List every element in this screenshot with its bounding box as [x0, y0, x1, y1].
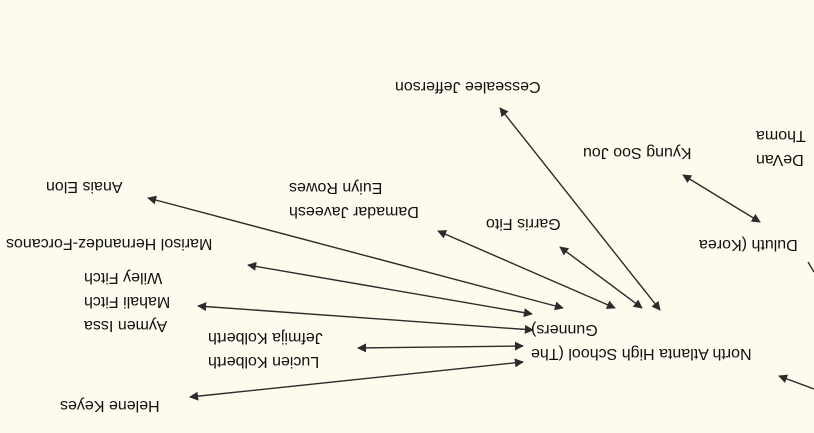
node-anais: Anais Elon: [46, 178, 123, 195]
edge-cessealee: [499, 107, 661, 311]
node-devan: DeVan: [756, 151, 804, 168]
node-jefmija: Jefmija Kolberth: [208, 329, 323, 346]
node-lucien: Lucien Kolberth: [208, 353, 320, 370]
node-marisol: Marisol Hernandez-Forcanos: [6, 235, 213, 252]
edge-damadar: [437, 230, 616, 309]
edge-kyung: [682, 174, 761, 223]
node-helene: Helene Keyes: [60, 397, 160, 414]
node-garris: Garris Fito: [486, 215, 561, 232]
edge-wiley: [247, 261, 533, 318]
node-kyung: Kyung Soo Jou: [583, 144, 692, 161]
node-mahali: Mahali Fitch: [84, 293, 171, 310]
node-damadar: Damadar Javeesh: [289, 203, 419, 220]
node-aymen: Aymen Issa: [84, 317, 168, 334]
node-wiley: Wiley Fitch: [84, 269, 163, 286]
node-school-line2: Gunners): [531, 321, 598, 338]
node-cessealee: Cessealee Jefferson: [395, 78, 541, 95]
node-school-line1: North Atlanta High School (The: [531, 345, 752, 362]
edge-helene: [189, 358, 524, 401]
edge-mahali: [197, 302, 534, 334]
edge-lucien: [357, 341, 524, 353]
edge-garris: [559, 246, 643, 309]
node-euiyn: Euiyn Rowes: [289, 179, 383, 196]
edge-right-lower: [778, 374, 814, 390]
node-duluth: Duluth (Korea: [699, 236, 798, 253]
edge-right-upper: [807, 261, 814, 273]
node-thoma: Thoma: [756, 127, 806, 144]
